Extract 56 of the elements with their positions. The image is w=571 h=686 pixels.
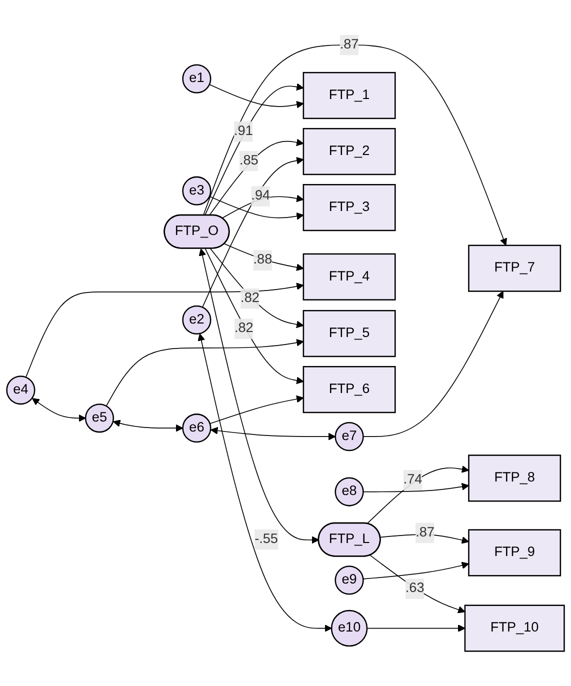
arrow (210, 248, 304, 328)
node-box: FTP_8 (468, 454, 562, 502)
node-box: FTP_9 (468, 529, 562, 576)
node-circle: e2 (182, 305, 212, 335)
arrow (198, 248, 320, 544)
node-circle: e9 (334, 566, 364, 595)
node-box: FTP_6 (302, 366, 396, 414)
node-circle: e4 (6, 376, 36, 405)
node-box: FTP_5 (302, 310, 396, 358)
node-box: FTP_1 (302, 72, 396, 120)
node-box: FTP_10 (464, 604, 565, 652)
arrow (32, 398, 86, 422)
edge-label: .63 (405, 581, 424, 596)
node-box: FTP_2 (302, 128, 396, 176)
edge-label: .87 (416, 525, 434, 540)
node-circle: e5 (84, 404, 114, 433)
node-box: FTP_3 (302, 184, 396, 232)
node-box: FTP_7 (468, 244, 562, 292)
edge-label: -.55 (254, 532, 278, 546)
edge-label: .91 (234, 124, 253, 138)
arrow (362, 562, 470, 580)
arrow (224, 243, 304, 272)
node-circle: e3 (182, 176, 212, 206)
arrow (208, 138, 304, 216)
arrow (380, 534, 470, 544)
arrow (362, 290, 504, 438)
node-circle: e7 (334, 422, 364, 452)
edge-label: .87 (340, 37, 359, 52)
arrow (366, 466, 470, 524)
node-circle: e8 (334, 477, 364, 506)
node-circle: e10 (330, 610, 368, 647)
arrow (106, 338, 304, 406)
edge-label: .74 (403, 472, 422, 487)
edge-label: .94 (251, 188, 270, 204)
arrow (210, 426, 336, 440)
arrow (209, 196, 304, 220)
arrow (209, 395, 304, 424)
edge-label: .82 (240, 290, 260, 306)
arrow (204, 248, 304, 384)
node-box: FTP_4 (302, 253, 396, 300)
arrow (366, 624, 466, 632)
edge-label: .85 (239, 153, 258, 168)
arrow (222, 194, 304, 219)
arrow (204, 83, 304, 216)
arrow (209, 84, 304, 108)
arrow (202, 44, 508, 246)
arrow (202, 156, 304, 308)
arrow (370, 554, 466, 614)
arrow (198, 334, 332, 632)
edge-label: .82 (234, 321, 254, 336)
node-circle: e1 (182, 64, 212, 94)
arrow (112, 420, 184, 432)
arrow (25, 282, 304, 378)
edge-label: .88 (253, 252, 272, 268)
node-circle: e6 (182, 414, 212, 443)
arrow (362, 482, 470, 492)
